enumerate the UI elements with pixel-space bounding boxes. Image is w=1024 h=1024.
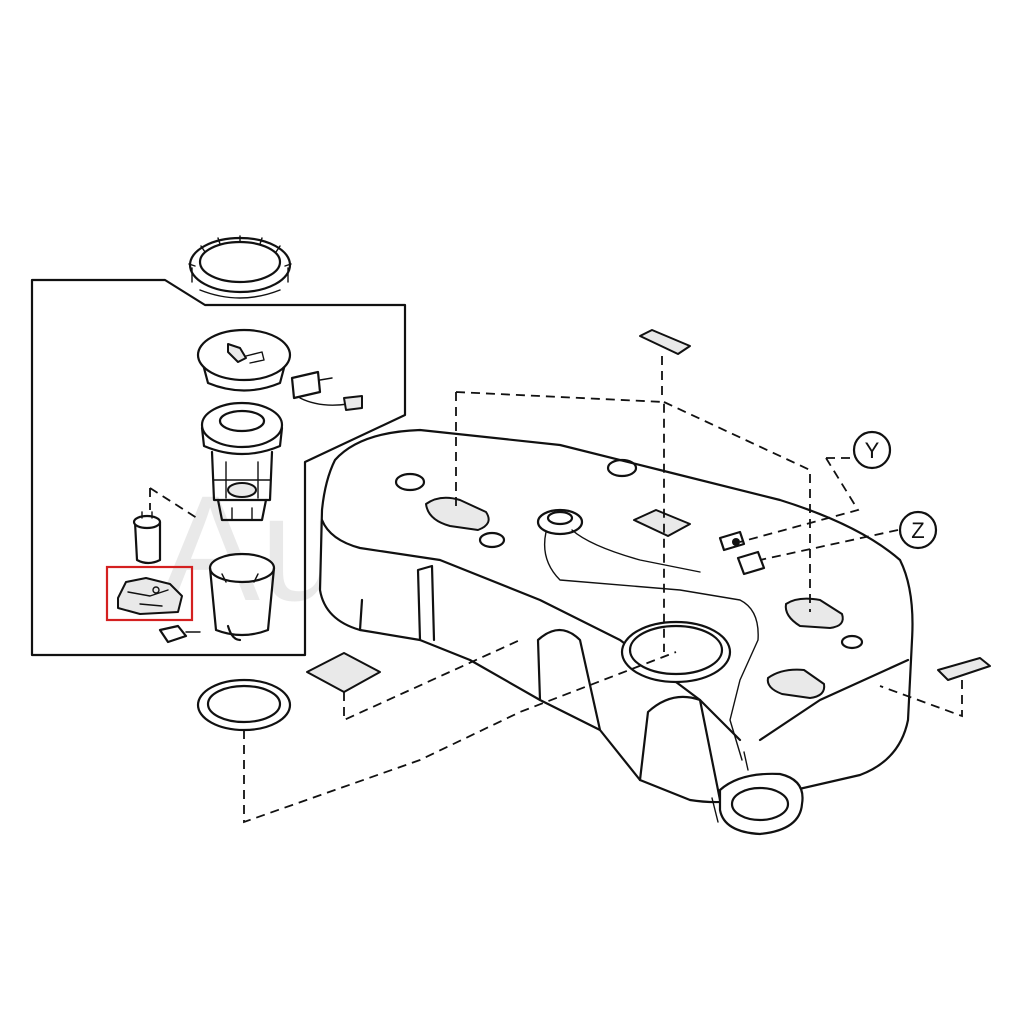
- leader-y: [739, 457, 860, 543]
- leader-pad-left: [343, 639, 521, 722]
- pump-upper-housing: [200, 401, 284, 522]
- callout-z-label: Z: [911, 518, 924, 543]
- callout-y: Y: [852, 430, 892, 470]
- pump-flange-cap: [196, 328, 292, 392]
- tank-pad-right: [937, 657, 991, 681]
- leader-top-frame: [455, 391, 811, 652]
- tank-pad-left: [306, 652, 381, 693]
- callout-y-label: Y: [865, 438, 880, 463]
- callout-z: Z: [898, 510, 938, 550]
- highlight-box: [105, 565, 194, 622]
- retainer-ring: [188, 235, 292, 299]
- tank-pad-top: [639, 329, 691, 355]
- fuel-pump-motor: [132, 511, 162, 565]
- fitting-dot: [732, 538, 740, 546]
- fuel-tank: [318, 428, 914, 836]
- pump-reservoir-bucket: [208, 552, 276, 642]
- leader-z: [759, 529, 899, 561]
- connector-fitting: [158, 624, 201, 644]
- leader-gasket-to-tank: [243, 651, 677, 824]
- gasket-ring: [196, 678, 292, 732]
- leader-right: [879, 680, 963, 718]
- inset-frame: [30, 278, 407, 657]
- fuel-level-sender: [290, 370, 363, 411]
- highlighted-part: [105, 565, 194, 622]
- inset-dash-line: [149, 487, 201, 521]
